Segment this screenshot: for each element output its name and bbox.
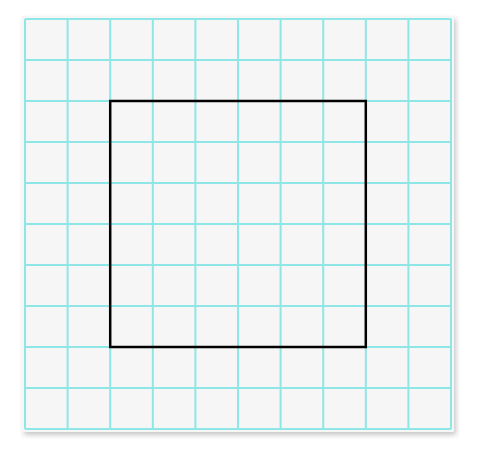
grid-canvas xyxy=(22,16,454,432)
outlined-square xyxy=(108,99,368,349)
grid-card xyxy=(22,16,454,432)
